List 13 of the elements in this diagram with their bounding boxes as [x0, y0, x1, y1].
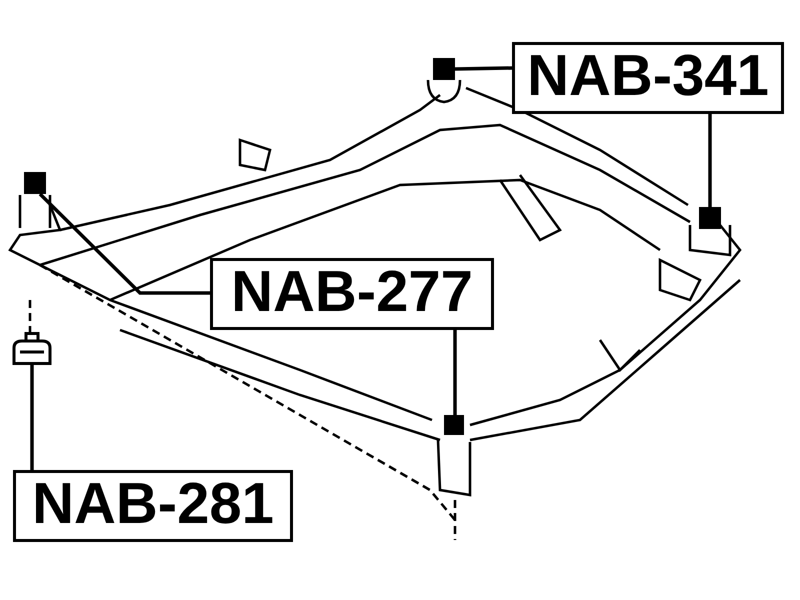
part-number-label: NAB-281 [13, 470, 293, 542]
bushing-block [699, 207, 721, 229]
bushing-drawing [12, 332, 52, 365]
leader-line [453, 330, 457, 415]
bushing-block [433, 58, 455, 80]
leader-line [30, 365, 34, 470]
leader-line [708, 114, 712, 207]
leader-line [38, 192, 210, 295]
leader-line [454, 66, 512, 71]
part-number-label: NAB-341 [512, 42, 784, 114]
part-number-label: NAB-277 [210, 258, 494, 330]
bushing-block [444, 415, 464, 435]
bushing-block [24, 172, 46, 194]
